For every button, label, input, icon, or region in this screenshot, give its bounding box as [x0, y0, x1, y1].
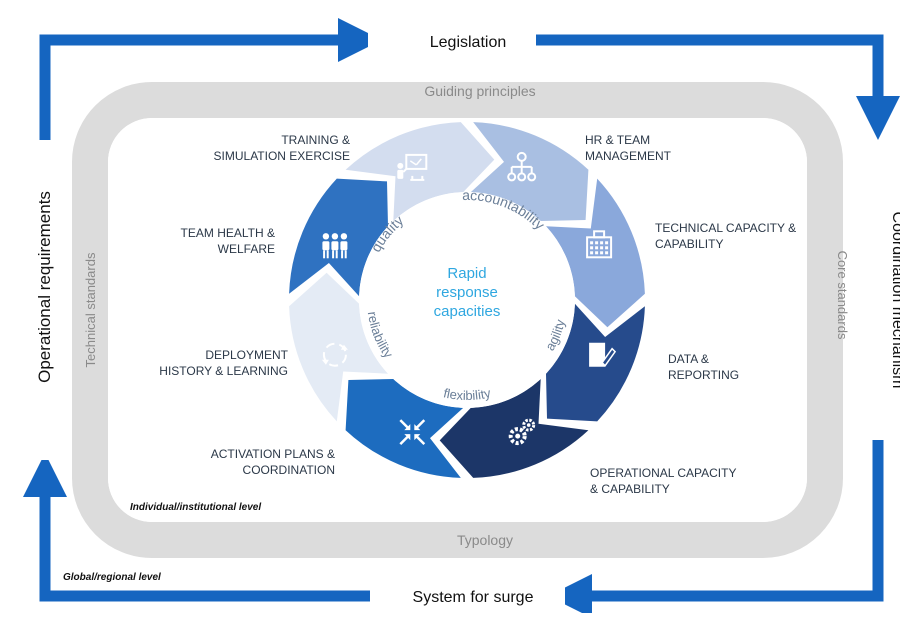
center-label-line-3: capacities [434, 303, 501, 320]
wheel-segment [439, 379, 589, 478]
activation-plans-label-line-2: COORDINATION [243, 463, 335, 477]
capacity-wheel: accountabilityqualityreliabilityflexibil… [289, 122, 645, 478]
segment-labels: HR & TEAM MANAGEMENT TECHNICAL CAPACITY … [159, 133, 796, 496]
activation-plans-label-line-1: ACTIVATION PLANS & [211, 447, 335, 461]
guiding-principles-label: Guiding principles [424, 83, 535, 99]
deployment-history-label-line-1: DEPLOYMENT [205, 348, 288, 362]
deployment-history-label-line-2: HISTORY & LEARNING [159, 364, 288, 378]
cycle-arrow-bottom-right [548, 440, 884, 618]
arrows-converge-icon [399, 419, 426, 445]
cycle-icon [321, 342, 348, 367]
center-label-line-2: response [436, 284, 498, 301]
wheel-segment [289, 272, 388, 422]
gears-icon [508, 418, 536, 446]
cycle-arrow-top-left [39, 18, 382, 140]
operational-capacity-label-line-1: OPERATIONAL CAPACITY [590, 466, 736, 480]
cycle-arrow-bottom-left [23, 453, 370, 602]
wheel-segment [345, 122, 495, 221]
outer-cycle: Legislation Coordination mechanism Syste… [23, 18, 900, 618]
people-icon [322, 233, 348, 259]
wheel-segment [345, 379, 464, 478]
organization-chart-icon [507, 151, 537, 182]
presentation-icon [397, 153, 428, 181]
wheel-center [359, 192, 575, 408]
system-surge-label-bg [375, 582, 565, 610]
operational-capacity-label-line-2: & CAPABILITY [590, 482, 670, 496]
hr-team-label-line-1: HR & TEAM [585, 133, 650, 147]
global-regional-level-label: Global/regional level [63, 572, 161, 583]
principle-flexibility: flexibility [442, 385, 492, 403]
building-icon [586, 230, 613, 259]
system-for-surge-label: System for surge [413, 589, 534, 606]
core-standards-label: Core standards [835, 251, 850, 340]
data-reporting-label-line-2: REPORTING [668, 368, 739, 382]
legislation-label-bg [368, 24, 533, 56]
coordination-mechanism-label: Coordination mechanism [889, 212, 900, 389]
center-label-line-1: Rapid [447, 265, 486, 282]
team-health-label-line-2: WELFARE [218, 242, 275, 256]
technical-capacity-label-line-2: CAPABILITY [655, 237, 723, 251]
technical-capacity-label-line-1: TECHNICAL CAPACITY & [655, 221, 796, 235]
wheel-segments [289, 122, 645, 478]
operational-requirements-label: Operational requirements [35, 191, 54, 383]
typology-label: Typology [457, 532, 513, 548]
individual-institutional-level-label: Individual/institutional level [130, 502, 261, 513]
coordination-label-bg [855, 170, 900, 400]
data-reporting-label-line-1: DATA & [668, 352, 709, 366]
wheel-segment [289, 178, 388, 297]
legislation-label: Legislation [430, 34, 507, 51]
document-edit-icon [589, 342, 617, 367]
team-health-label-line-1: TEAM HEALTH & [181, 226, 275, 240]
cycle-arrow-top-right [536, 34, 900, 140]
training-simulation-label-line-1: TRAINING & [281, 133, 350, 147]
operational-label-bg [26, 160, 64, 460]
technical-standards-label: Technical standards [83, 252, 98, 367]
hr-team-label-line-2: MANAGEMENT [585, 149, 672, 163]
wheel-icons [321, 151, 617, 446]
frame-border [72, 82, 843, 558]
training-simulation-label-line-2: SIMULATION EXERCISE [214, 149, 350, 163]
wheel-segment [470, 122, 589, 221]
